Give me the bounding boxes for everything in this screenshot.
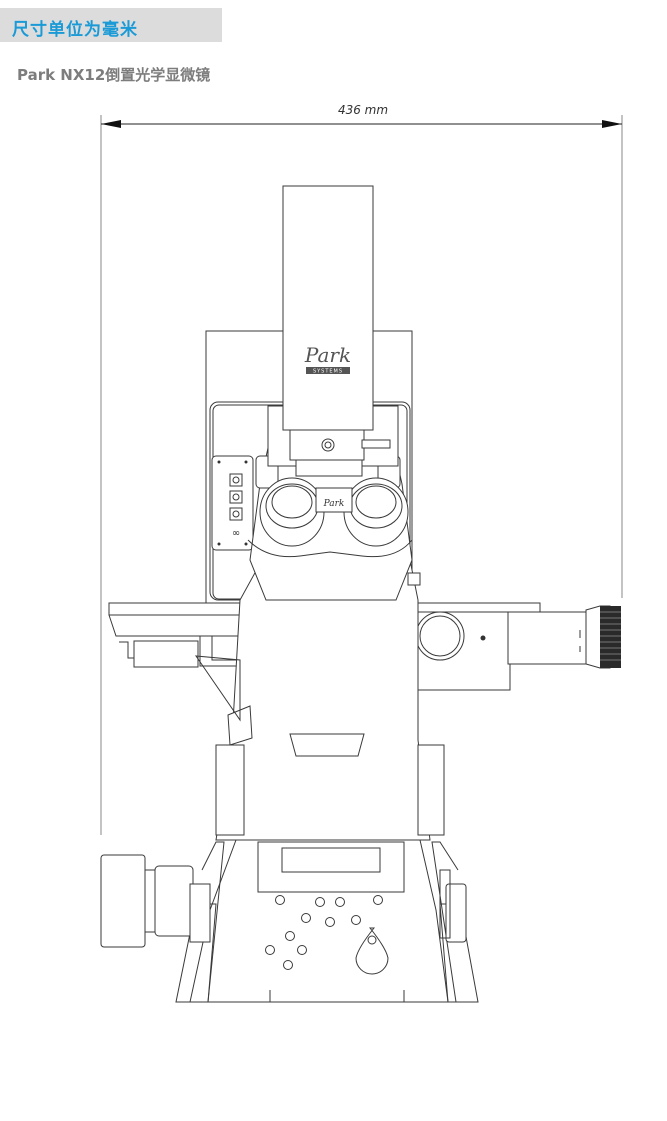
left-control-panel: ∞ [211, 455, 254, 551]
header-bar: 尺寸单位为毫米 [0, 8, 222, 42]
main-body [194, 559, 445, 841]
left-eyepiece [259, 477, 325, 547]
scan-head-tower: Park SYSTEMS [267, 185, 399, 477]
page-subtitle: Park NX12倒置光学显微镜 [17, 66, 211, 84]
header-title: 尺寸单位为毫米 [12, 20, 138, 40]
focus-knob-right [439, 869, 467, 943]
lower-base [175, 839, 479, 1003]
brand-logo: Park [304, 343, 351, 367]
svg-text:∞: ∞ [232, 528, 240, 539]
right-eyepiece [343, 477, 409, 547]
dimension-label: 436 mm [338, 103, 388, 117]
dimension-line: 436 mm [100, 103, 623, 835]
stage-knob-right [409, 605, 621, 691]
brand-logo-sub: SYSTEMS [313, 369, 343, 375]
eyepiece-head: Park [247, 429, 421, 601]
base-buttons [265, 895, 383, 970]
svg-text:Park: Park [323, 499, 345, 509]
key-shape [355, 927, 389, 975]
focus-knob-left [100, 854, 211, 948]
